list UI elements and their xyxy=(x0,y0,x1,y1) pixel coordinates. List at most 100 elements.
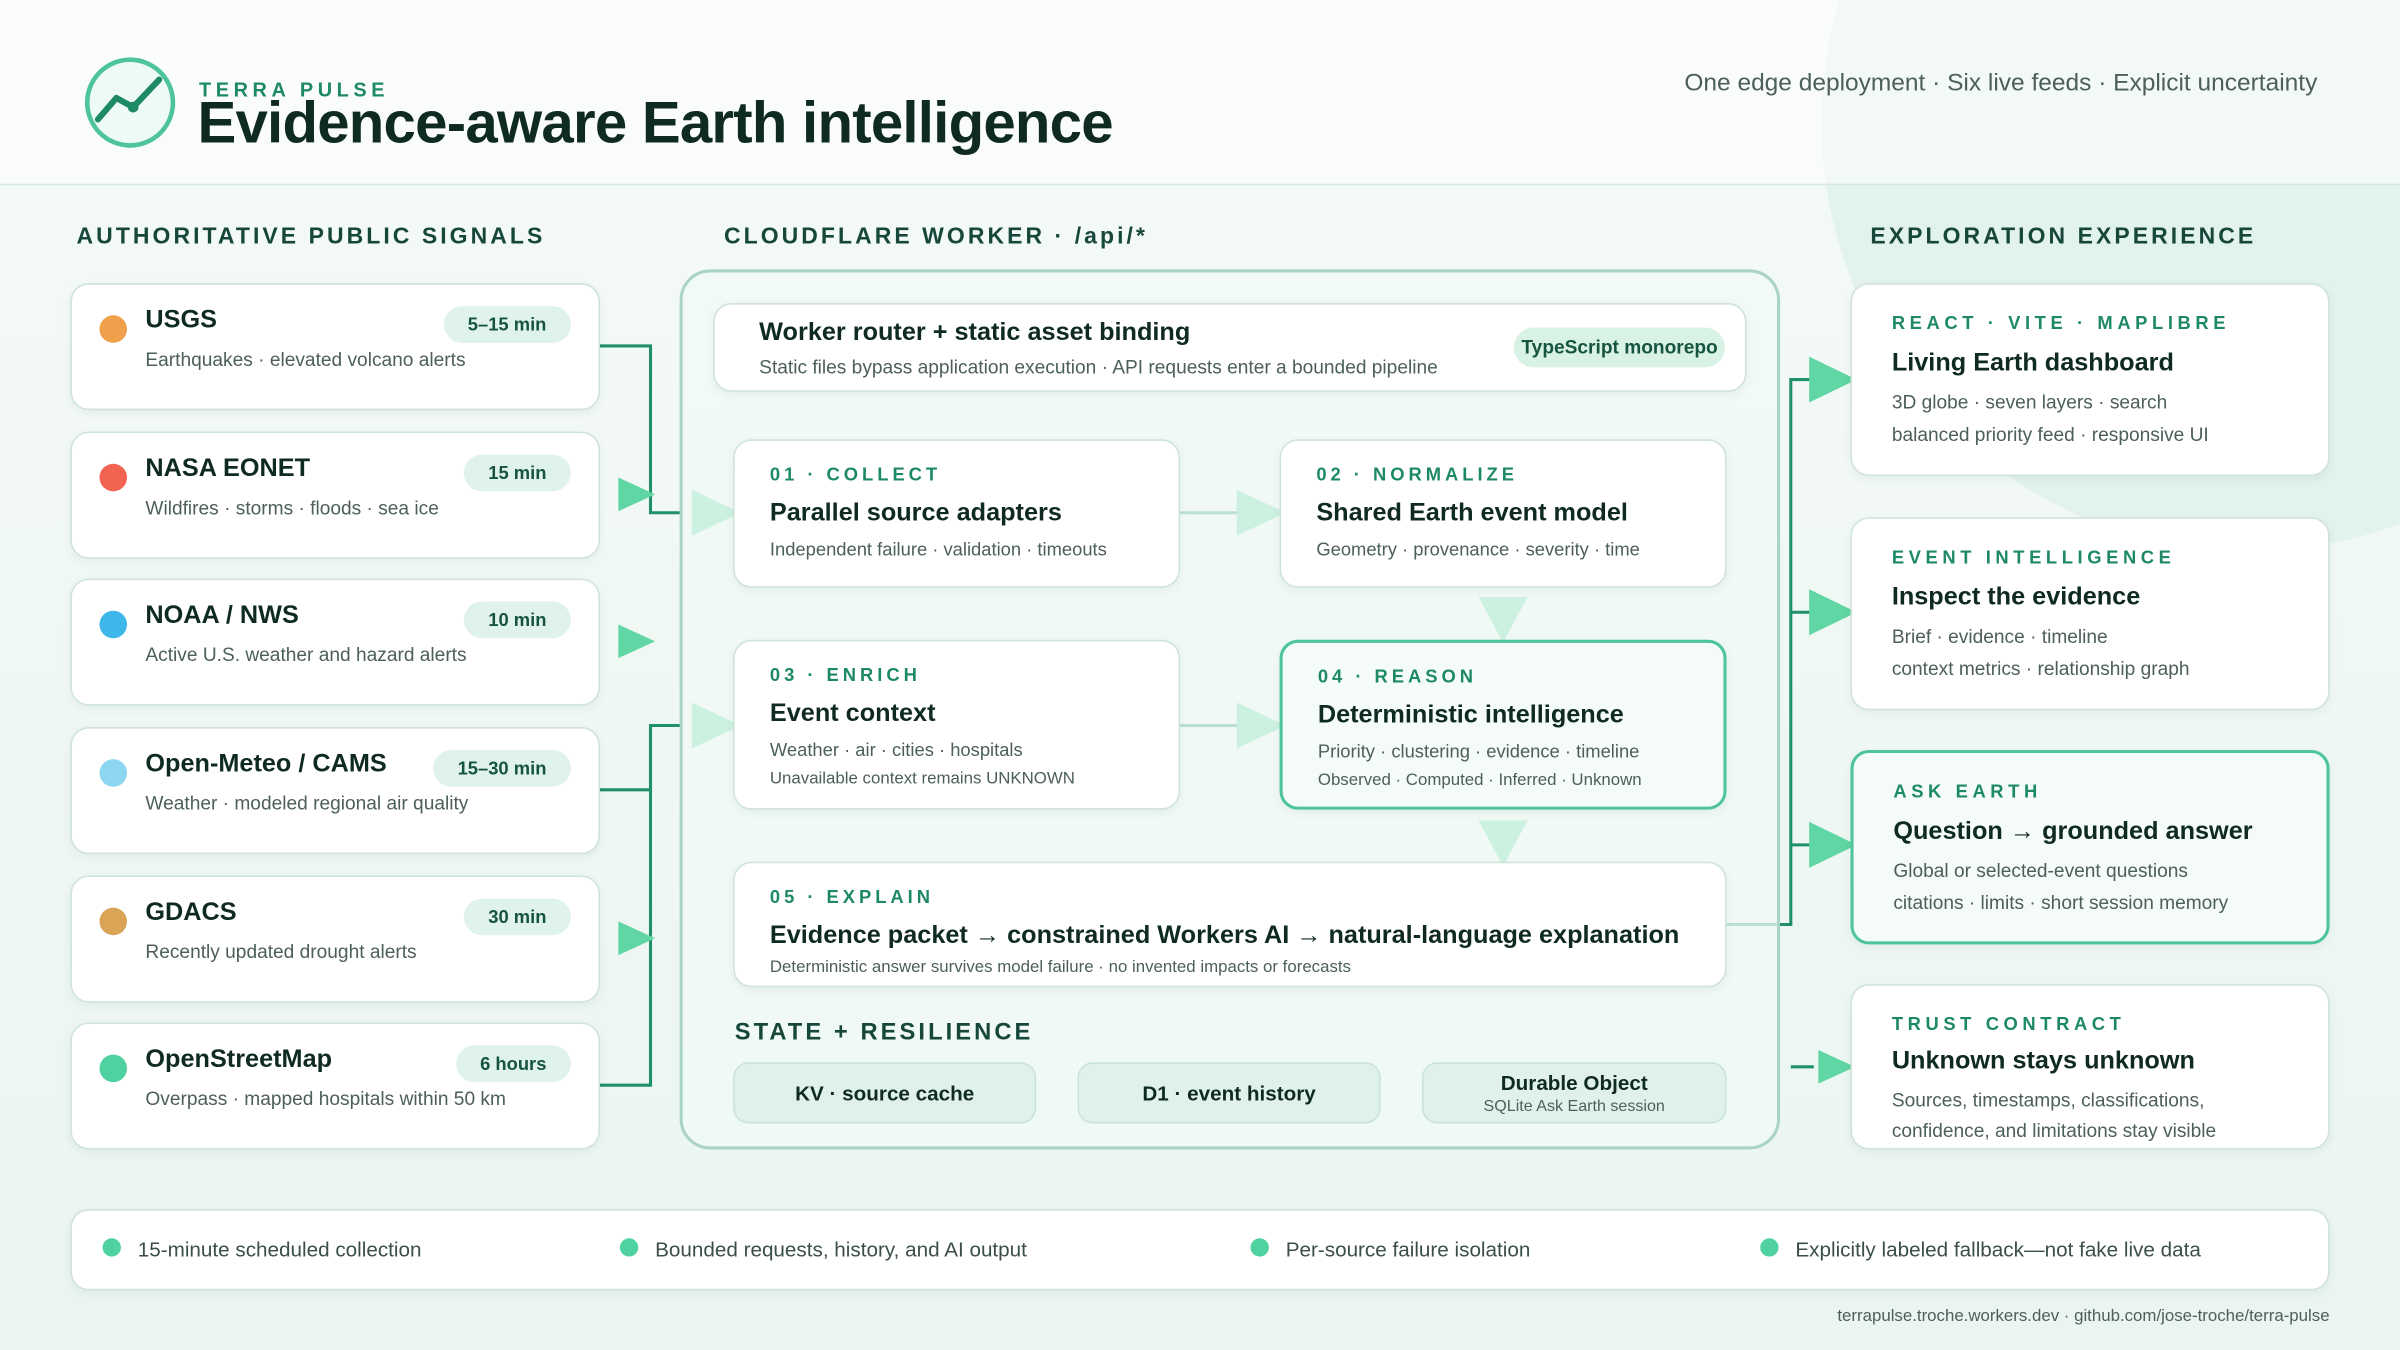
tagline: One edge deployment · Six live feeds · E… xyxy=(1684,70,2318,97)
stage-eyebrow: 04 · REASON xyxy=(1317,665,1477,688)
source-name: NOAA / NWS xyxy=(145,601,299,630)
source-desc: Active U.S. weather and hazard alerts xyxy=(145,644,467,666)
stage-eyebrow: 05 · EXPLAIN xyxy=(769,886,935,908)
experience-card-ask-earth[interactable]: ASK EARTH Question → grounded answer Glo… xyxy=(1850,749,2330,945)
experience-line-2: confidence, and limitations stay visible xyxy=(1891,1120,2217,1142)
stage-sub-note: Observed · Computed · Inferred · Unknown xyxy=(1317,771,1642,790)
experience-line-1: Sources, timestamps, classifications, xyxy=(1891,1089,2205,1112)
experience-eyebrow: EVENT INTELLIGENCE xyxy=(1891,546,2176,568)
stage-eyebrow: 01 · COLLECT xyxy=(769,463,942,486)
footer-principles-bar: 15-minute scheduled collection Bounded r… xyxy=(70,1209,2330,1291)
experience-title: Inspect the evidence xyxy=(1891,583,2141,611)
source-name: OpenStreetMap xyxy=(145,1045,333,1073)
stage-sub: Geometry · provenance · severity · time xyxy=(1316,538,1640,561)
stage-title: Evidence packet → constrained Workers AI… xyxy=(769,921,1680,949)
experience-line-2: citations · limits · short session memor… xyxy=(1893,892,2229,914)
arrow-icon xyxy=(1809,589,1857,636)
source-desc: Weather · modeled regional air quality xyxy=(145,792,469,815)
source-name: NASA EONET xyxy=(145,454,311,483)
stage-normalize[interactable]: 02 · NORMALIZE Shared Earth event model … xyxy=(1279,439,1727,588)
arrow-icon xyxy=(618,921,656,956)
router-title: Worker router + static asset binding xyxy=(759,318,1191,346)
arrow-icon xyxy=(618,477,656,512)
stage-reason[interactable]: 04 · REASON Deterministic intelligence P… xyxy=(1279,639,1727,810)
status-dot xyxy=(99,1054,128,1083)
status-dot xyxy=(99,315,128,343)
source-card-nasa-eonet[interactable]: NASA EONET Wildfires · storms · floods ·… xyxy=(70,431,600,559)
footer-item: Explicitly labeled fallback—not fake liv… xyxy=(1760,1211,2201,1291)
source-desc: Wildfires · storms · floods · sea ice xyxy=(145,497,439,519)
experience-card-dashboard[interactable]: REACT · VITE · MAPLIBRE Living Earth das… xyxy=(1850,283,2330,477)
stage-enrich[interactable]: 03 · ENRICH Event context Weather · air … xyxy=(733,639,1181,810)
source-name: Open-Meteo / CAMS xyxy=(145,749,387,778)
arrow-icon xyxy=(1809,821,1857,868)
state-heading: STATE + RESILIENCE xyxy=(734,1019,1034,1046)
interval-badge: 15 min xyxy=(463,454,571,492)
stage-sub: Weather · air · cities · hospitals xyxy=(769,739,1023,761)
experience-title: Unknown stays unknown xyxy=(1891,1046,2195,1075)
router-card[interactable]: Worker router + static asset binding Sta… xyxy=(713,303,1747,392)
footer-item: Per-source failure isolation xyxy=(1250,1211,1530,1291)
bullet-dot-icon xyxy=(1250,1238,1269,1258)
stage-sub-note: Unavailable context remains UNKNOWN xyxy=(769,769,1075,789)
source-card-noaa-nws[interactable]: NOAA / NWS Active U.S. weather and hazar… xyxy=(70,578,600,706)
stage-sub: Priority · clustering · evidence · timel… xyxy=(1317,740,1640,763)
experience-card-trust[interactable]: TRUST CONTRACT Unknown stays unknown Sou… xyxy=(1850,984,2330,1150)
router-sub: Static files bypass application executio… xyxy=(759,356,1438,379)
interval-badge: 5–15 min xyxy=(443,306,571,343)
source-card-open-meteo[interactable]: Open-Meteo / CAMS Weather · modeled regi… xyxy=(70,727,600,855)
experience-line-1: Brief · evidence · timeline xyxy=(1891,626,2108,648)
interval-badge: 6 hours xyxy=(455,1045,571,1083)
experience-eyebrow: TRUST CONTRACT xyxy=(1891,1013,2126,1035)
kv-cache-chip[interactable]: KV · source cache xyxy=(733,1062,1037,1124)
experience-title: Living Earth dashboard xyxy=(1891,348,2174,377)
status-dot xyxy=(99,463,128,492)
stage-title: Event context xyxy=(769,699,936,728)
section-experience-heading: EXPLORATION EXPERIENCE xyxy=(1870,223,2257,250)
source-card-gdacs[interactable]: GDACS Recently updated drought alerts 30… xyxy=(70,875,600,1003)
stage-sub: Independent failure · validation · timeo… xyxy=(769,538,1107,561)
bullet-dot-icon xyxy=(102,1238,121,1258)
stage-eyebrow: 02 · NORMALIZE xyxy=(1316,463,1518,486)
status-dot xyxy=(99,907,128,936)
stage-eyebrow: 03 · ENRICH xyxy=(769,664,921,686)
page-title: Evidence-aware Earth intelligence xyxy=(197,91,1113,157)
bullet-dot-icon xyxy=(1760,1238,1779,1258)
status-dot xyxy=(99,610,128,639)
source-card-usgs[interactable]: USGS Earthquakes · elevated volcano aler… xyxy=(70,283,600,411)
source-name: USGS xyxy=(145,306,217,334)
experience-line-1: 3D globe · seven layers · search xyxy=(1891,391,2168,414)
experience-card-evidence[interactable]: EVENT INTELLIGENCE Inspect the evidence … xyxy=(1850,517,2330,711)
experience-line-2: balanced priority feed · responsive UI xyxy=(1891,423,2209,446)
experience-title: Question → grounded answer xyxy=(1893,817,2253,845)
durable-object-title: Durable Object xyxy=(1500,1071,1648,1095)
stage-explain[interactable]: 05 · EXPLAIN Evidence packet → constrain… xyxy=(733,861,1727,988)
arrow-icon xyxy=(618,624,656,659)
experience-line-1: Global or selected-event questions xyxy=(1893,860,2188,882)
brand-eyebrow: TERRA PULSE xyxy=(198,78,390,102)
bullet-dot-icon xyxy=(619,1238,639,1258)
durable-object-sub: SQLite Ask Earth session xyxy=(1483,1097,1665,1116)
experience-eyebrow: ASK EARTH xyxy=(1893,780,2042,803)
footer-item: Bounded requests, history, and AI output xyxy=(619,1211,1027,1291)
footer-url[interactable]: terrapulse.troche.workers.dev · github.c… xyxy=(1837,1307,2330,1326)
source-card-openstreetmap[interactable]: OpenStreetMap Overpass · mapped hospital… xyxy=(70,1022,600,1150)
source-desc: Recently updated drought alerts xyxy=(145,941,417,963)
section-worker-heading: CLOUDFLARE WORKER · /api/* xyxy=(723,223,1148,250)
experience-line-2: context metrics · relationship graph xyxy=(1891,658,2190,680)
arrow-icon xyxy=(1818,1049,1856,1084)
d1-history-chip[interactable]: D1 · event history xyxy=(1077,1062,1381,1124)
interval-badge: 10 min xyxy=(463,601,571,639)
stage-title: Parallel source adapters xyxy=(769,498,1062,527)
stage-collect[interactable]: 01 · COLLECT Parallel source adapters In… xyxy=(733,439,1181,588)
stage-title: Shared Earth event model xyxy=(1316,498,1628,527)
stage-sub: Deterministic answer survives model fail… xyxy=(769,958,1351,977)
source-name: GDACS xyxy=(145,898,237,927)
interval-badge: 30 min xyxy=(463,898,571,936)
interval-badge: 15–30 min xyxy=(433,749,571,787)
footer-item: 15-minute scheduled collection xyxy=(102,1211,421,1291)
section-sources-heading: AUTHORITATIVE PUBLIC SIGNALS xyxy=(76,223,546,250)
source-desc: Overpass · mapped hospitals within 50 km xyxy=(145,1088,506,1110)
stage-title: Deterministic intelligence xyxy=(1317,701,1624,729)
durable-object-chip[interactable]: Durable Object SQLite Ask Earth session xyxy=(1421,1062,1727,1124)
